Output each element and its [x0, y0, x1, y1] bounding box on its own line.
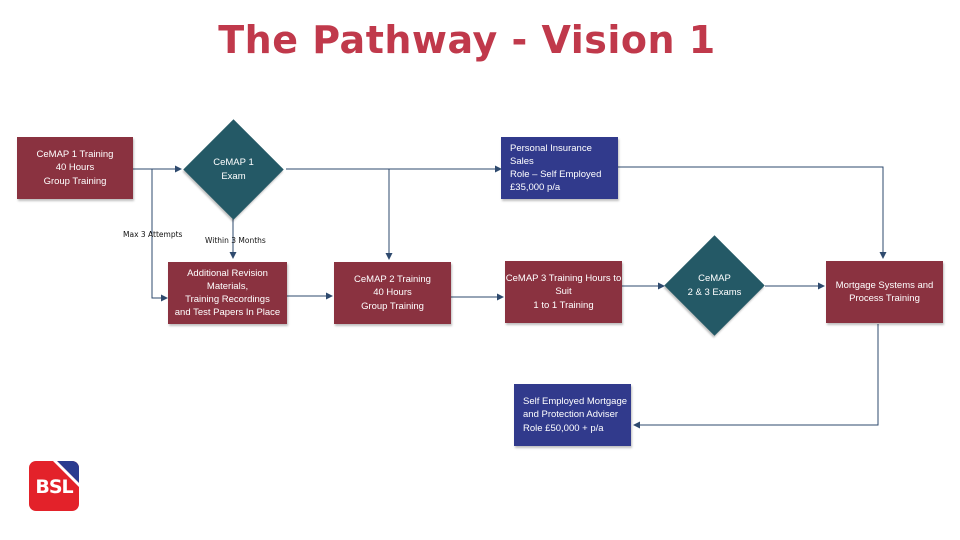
revision-materials-box: Additional Revision Materials, Training …	[168, 262, 287, 324]
cemap3-training-box: CeMAP 3 Training Hours to Suit 1 to 1 Tr…	[505, 261, 622, 323]
connector-insurance-to-mortgage	[618, 166, 887, 259]
page-title: The Pathway - Vision 1	[218, 18, 716, 62]
personal-insurance-box: Personal Insurance Sales Role – Self Emp…	[501, 137, 618, 199]
cemap2-training-text: CeMAP 2 Training 40 Hours Group Training	[354, 274, 431, 312]
connector-training-to-revision	[151, 169, 168, 302]
cemap1-training-box: CeMAP 1 Training 40 Hours Group Training	[17, 137, 133, 199]
cemap2-training-box: CeMAP 2 Training 40 Hours Group Training	[334, 262, 451, 324]
personal-insurance-text: Personal Insurance Sales Role – Self Emp…	[510, 142, 602, 194]
mortgage-systems-box: Mortgage Systems and Process Training	[826, 261, 943, 323]
max-attempts-label: Max 3 Attempts	[123, 230, 183, 239]
revision-materials-text: Additional Revision Materials, Training …	[174, 267, 281, 319]
cemap3-training-text: CeMAP 3 Training Hours to Suit 1 to 1 Tr…	[505, 273, 622, 311]
self-employed-adviser-text: Self Employed Mortgage and Protection Ad…	[523, 396, 628, 434]
self-employed-adviser-box: Self Employed Mortgage and Protection Ad…	[514, 384, 631, 446]
logo-text: BSL	[35, 476, 73, 498]
mortgage-systems-text: Mortgage Systems and Process Training	[835, 279, 934, 304]
cemap1-training-text: CeMAP 1 Training 40 Hours Group Training	[36, 149, 114, 187]
logo-corner-shape	[53, 461, 79, 487]
connector-mortgage-to-adviser	[633, 324, 879, 429]
cemap23-exams-text: CeMAP 2 & 3 Exams	[687, 273, 742, 298]
cemap1-exam-text: CeMAP 1 Exam	[213, 157, 254, 182]
within-months-label: Within 3 Months	[205, 236, 266, 245]
bsl-logo: BSL	[29, 461, 79, 511]
